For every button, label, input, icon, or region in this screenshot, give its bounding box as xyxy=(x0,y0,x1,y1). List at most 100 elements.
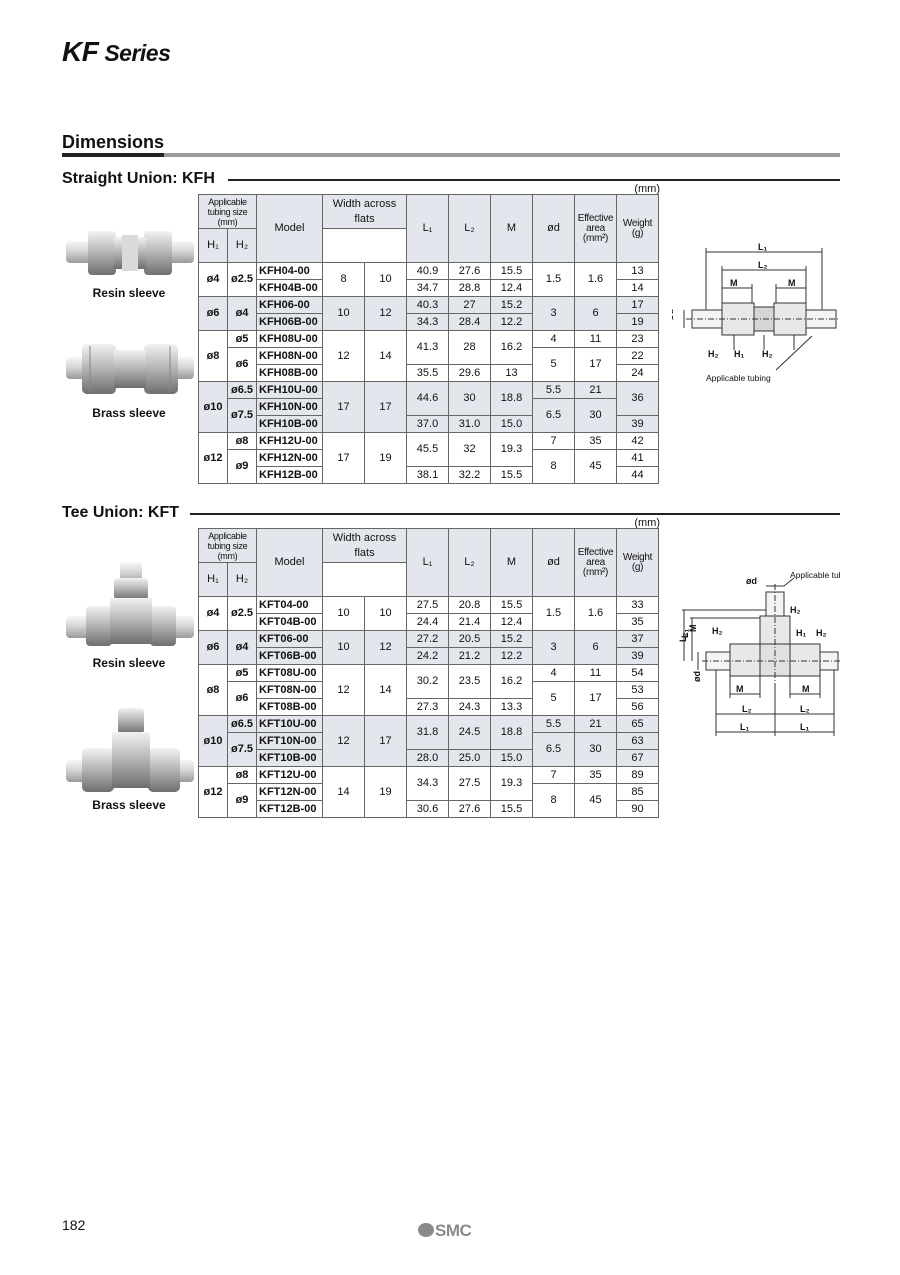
od-size-cell: 8 xyxy=(532,783,575,818)
id-cell: ø8 xyxy=(227,766,257,784)
h2-cell: 17 xyxy=(364,715,407,767)
id-cell: ø5 xyxy=(227,664,257,682)
l1-cell: 38.1 xyxy=(406,466,449,484)
l2-cell: 31.0 xyxy=(448,415,491,433)
id-cell: ø2.5 xyxy=(227,596,257,631)
od-cell: ø10 xyxy=(198,381,228,433)
h2-cell: 17 xyxy=(364,381,407,433)
id-cell: ø9 xyxy=(227,449,257,484)
weight-cell: 24 xyxy=(616,364,659,382)
dimensions-rule-dark xyxy=(62,153,164,157)
dimensions-heading: Dimensions xyxy=(62,132,165,152)
model-cell: KFH06B-00 xyxy=(256,313,323,331)
kft-drawing-l1-left: L₁ xyxy=(740,722,749,732)
l2-cell: 27.5 xyxy=(448,766,491,801)
l2-header: L₂ xyxy=(448,194,491,263)
m-cell: 15.5 xyxy=(490,596,533,614)
dimensions-rule-grey xyxy=(164,153,840,157)
weight-cell: 85 xyxy=(616,783,659,801)
od-size-cell: 1.5 xyxy=(532,262,575,297)
weight-cell: 65 xyxy=(616,715,659,733)
kft-drawing-h2-right: H₂ xyxy=(816,628,827,638)
h2-cell: 12 xyxy=(364,296,407,331)
id-cell: ø4 xyxy=(227,630,257,665)
h1-cell: 8 xyxy=(322,262,365,297)
id-cell: ø7.5 xyxy=(227,398,257,433)
model-cell: KFH08N-00 xyxy=(256,347,323,365)
h1-header: H₁ xyxy=(198,228,228,263)
kft-drawing-l2-vertical: L₂ xyxy=(678,633,688,643)
kfh-drawing-l1: L₁ xyxy=(758,242,767,252)
model-cell: KFH04-00 xyxy=(256,262,323,280)
kfh-drawing-l2: L₂ xyxy=(758,260,768,270)
l2-cell: 27 xyxy=(448,296,491,314)
series-sub: Series xyxy=(104,40,171,66)
h1-cell: 17 xyxy=(322,432,365,484)
model-cell: KFT06B-00 xyxy=(256,647,323,665)
m-cell: 19.3 xyxy=(490,432,533,467)
id-cell: ø6.5 xyxy=(227,715,257,733)
h2-cell: 14 xyxy=(364,664,407,716)
weight-cell: 23 xyxy=(616,330,659,348)
weight-cell: 41 xyxy=(616,449,659,467)
od-cell: ø4 xyxy=(198,262,228,297)
kfh-drawing-m-left: M xyxy=(730,278,738,288)
h1-cell: 17 xyxy=(322,381,365,433)
weight-cell: 33 xyxy=(616,596,659,614)
effective-area-cell: 21 xyxy=(574,381,617,399)
effective-area-header: Effective area (mm²) xyxy=(574,528,617,597)
kfh-section-title: Straight Union: KFH xyxy=(62,170,219,188)
id-cell: ø5 xyxy=(227,330,257,348)
m-cell: 15.5 xyxy=(490,800,533,818)
model-cell: KFT10N-00 xyxy=(256,732,323,750)
kft-resin-sleeve-label: Resin sleeve xyxy=(92,656,166,670)
m-cell: 18.8 xyxy=(490,715,533,750)
weight-cell: 39 xyxy=(616,647,659,665)
model-cell: KFH12U-00 xyxy=(256,432,323,450)
od-size-cell: 5 xyxy=(532,347,575,382)
effective-area-cell: 11 xyxy=(574,664,617,682)
effective-area-cell: 6 xyxy=(574,296,617,331)
kfh-drawing-od: ød xyxy=(672,309,675,320)
kfh-dimension-table: Applicable tubing size (mm) Model Width … xyxy=(198,194,659,484)
kfh-drawing-h2-left: H₂ xyxy=(708,349,719,359)
l1-cell: 40.3 xyxy=(406,296,449,314)
weight-cell: 14 xyxy=(616,279,659,297)
l2-cell: 21.4 xyxy=(448,613,491,631)
series-main: KF xyxy=(62,36,99,67)
id-cell: ø2.5 xyxy=(227,262,257,297)
od-size-cell: 6.5 xyxy=(532,732,575,767)
weight-cell: 42 xyxy=(616,432,659,450)
effective-area-cell: 11 xyxy=(574,330,617,348)
weight-cell: 54 xyxy=(616,664,659,682)
kfh-title-rule xyxy=(228,179,840,181)
m-cell: 12.2 xyxy=(490,313,533,331)
model-cell: KFT08U-00 xyxy=(256,664,323,682)
od-header: ød xyxy=(532,528,575,597)
weight-cell: 89 xyxy=(616,766,659,784)
l2-cell: 28.4 xyxy=(448,313,491,331)
model-cell: KFH06-00 xyxy=(256,296,323,314)
kfh-resin-sleeve-photo xyxy=(66,231,194,275)
kft-drawing-h1: H₁ xyxy=(796,628,806,638)
h2-cell: 19 xyxy=(364,766,407,818)
kft-drawing-h2-left: H₂ xyxy=(712,626,723,636)
kfh-drawing-h1: H₁ xyxy=(734,349,744,359)
id-cell: ø8 xyxy=(227,432,257,450)
l2-cell: 24.3 xyxy=(448,698,491,716)
id-cell: ø7.5 xyxy=(227,732,257,767)
l1-cell: 24.2 xyxy=(406,647,449,665)
l2-cell: 32 xyxy=(448,432,491,467)
od-header: ød xyxy=(532,194,575,263)
model-cell: KFH08B-00 xyxy=(256,364,323,382)
kft-drawing-l2-left: L₂ xyxy=(742,704,752,714)
kfh-drawing-m-right: M xyxy=(788,278,796,288)
